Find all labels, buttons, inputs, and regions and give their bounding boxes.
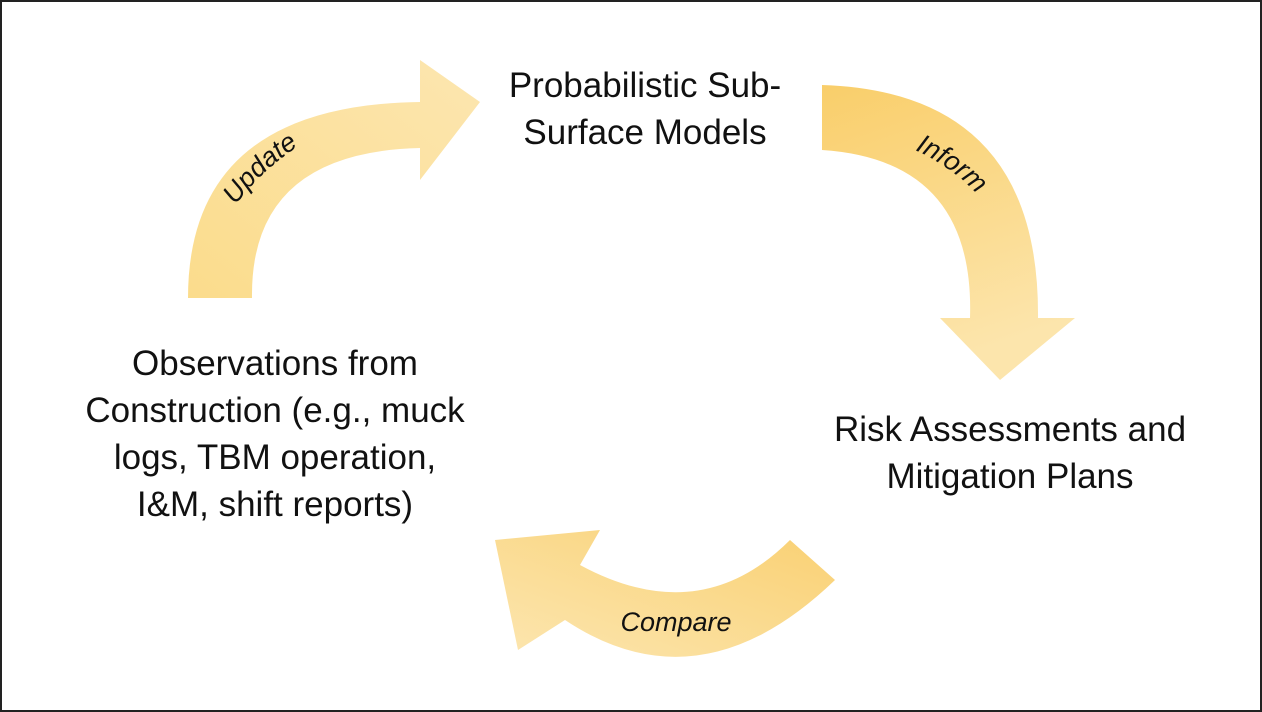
node-left-line-4: I&M, shift reports) (136, 485, 414, 524)
node-right-line-2: Mitigation Plans (886, 457, 1134, 496)
node-risk-assessments: Risk Assessments and Mitigation Plans (800, 406, 1220, 500)
compare-arrow (495, 530, 835, 657)
node-top-line-1: Probabilistic Sub- (508, 66, 782, 105)
node-left-line-1: Observations from (132, 344, 418, 383)
node-probabilistic-models: Probabilistic Sub- Surface Models (460, 62, 830, 156)
node-left-line-2: Construction (e.g., muck (85, 391, 465, 430)
update-arrow (188, 60, 480, 298)
node-left-line-3: logs, TBM operation, (113, 438, 437, 477)
inform-arrow (822, 85, 1075, 380)
node-observations: Observations from Construction (e.g., mu… (40, 340, 510, 528)
compare-label: Compare (620, 607, 731, 637)
node-right-line-1: Risk Assessments and (833, 410, 1187, 449)
node-top-line-2: Surface Models (523, 113, 767, 152)
